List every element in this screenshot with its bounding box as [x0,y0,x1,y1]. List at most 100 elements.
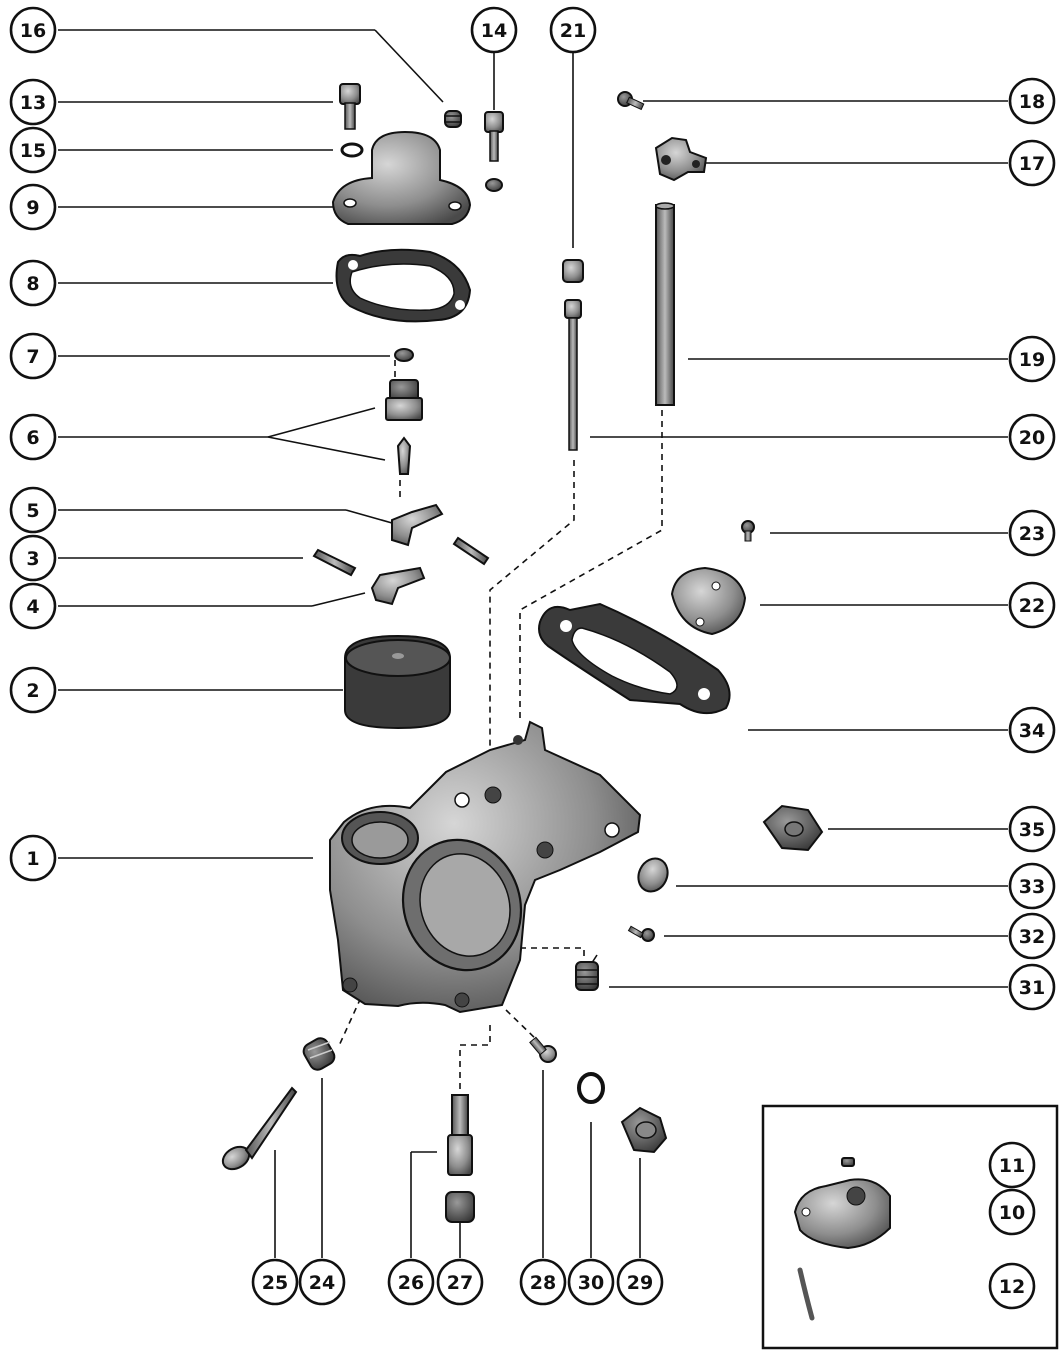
alignment-28 [505,1009,541,1044]
part-24-spring [302,1037,336,1071]
part-23-screw [741,520,755,542]
callout-18: 18 [1008,77,1056,125]
callout-30: 30 [567,1258,615,1306]
callout-ring [1008,509,1056,557]
callout-ring [9,534,57,582]
callout-number: 26 [398,1272,424,1294]
callout-35: 35 [1008,805,1056,853]
part-28-screw [529,1036,557,1063]
part-3-pin [312,548,357,577]
callout-number: 22 [1019,595,1045,617]
callout-21: 21 [549,6,597,54]
callout-23: 23 [1008,509,1056,557]
callout-number: 32 [1019,926,1045,948]
callout-4: 4 [9,582,57,630]
part-15-washer [340,142,364,158]
callout-22: 22 [1008,581,1056,629]
part-32-screw [627,925,655,942]
callout-ring [1008,139,1056,187]
callout-ring [1008,581,1056,629]
callout-number: 20 [1019,427,1045,449]
callout-26: 26 [387,1258,435,1306]
callout-ring [251,1258,299,1306]
leader-16b [374,29,444,103]
callout-number: 34 [1019,720,1045,742]
part-18-screw [617,91,645,111]
alignment-31 [519,915,585,962]
callout-number: 21 [560,20,586,42]
callout-ring [519,1258,567,1306]
callout-number: 27 [447,1272,473,1294]
callout-number: 25 [262,1272,288,1294]
part-34-gasket [538,602,731,715]
callout-29: 29 [616,1258,664,1306]
callout-17: 17 [1008,139,1056,187]
callout-ring [988,1188,1036,1236]
part-9-cover [331,130,472,225]
part-4-float-arm [370,566,426,606]
part-5-float-arm [391,503,444,547]
callout-5: 5 [9,486,57,534]
part-29-plug [620,1106,668,1154]
part-31-spring [575,961,599,991]
part-12-tube [797,1267,815,1321]
callout-ring [567,1258,615,1306]
callout-ring [1008,912,1056,960]
callout-number: 17 [1019,153,1045,175]
part-10-cover [793,1178,891,1250]
callout-ring [9,666,57,714]
part-22-plate [670,566,747,636]
callout-number: 16 [20,20,46,42]
callout-ring [387,1258,435,1306]
callout-34: 34 [1008,706,1056,754]
callout-number: 33 [1019,876,1045,898]
part-21-cap [562,259,584,283]
callout-number: 29 [627,1272,653,1294]
part-30-o-ring [577,1072,605,1104]
callout-8: 8 [9,259,57,307]
callout-3: 3 [9,534,57,582]
callout-ring [9,486,57,534]
callout-number: 31 [1019,977,1045,999]
callout-layer: 1234567891011121314151617181920212223242… [9,6,1056,1310]
part-7-seat [394,348,414,362]
callout-number: 15 [20,140,46,162]
callout-1: 1 [9,834,57,882]
callout-20: 20 [1008,413,1056,461]
callout-ring [988,1141,1036,1189]
alignment-20 [489,460,575,820]
part-35-nut [762,804,824,852]
callout-ring [9,259,57,307]
callout-7: 7 [9,332,57,380]
callout-number: 28 [530,1272,556,1294]
callout-ring [1008,413,1056,461]
callout-number: 30 [578,1272,604,1294]
callout-ring [1008,862,1056,910]
part-11-screw [841,1157,855,1167]
callout-11: 11 [988,1141,1036,1189]
part-17-lever [654,136,708,182]
part-8-gasket [335,248,472,323]
callout-ring [9,6,57,54]
callout-number: 13 [20,92,46,114]
part-6-needle-seat [385,379,423,475]
parts [221,83,824,1223]
callout-ring [9,78,57,126]
callout-number: 1 [26,848,39,870]
callout-2: 2 [9,666,57,714]
part-1-carburetor-body [329,720,642,1014]
part-25-needle [221,1086,298,1171]
callout-ring [9,183,57,231]
part-26-jet [447,1094,473,1176]
callout-number: 14 [481,20,507,42]
part-20-rod [564,299,582,451]
callout-ring [1008,335,1056,383]
part-33-plug [637,857,669,893]
part-27-plug [445,1191,475,1223]
leader-4b [311,592,366,607]
callout-6: 6 [9,413,57,461]
callout-ring [988,1262,1036,1310]
callout-ring [1008,77,1056,125]
part-14-screw [484,111,504,192]
